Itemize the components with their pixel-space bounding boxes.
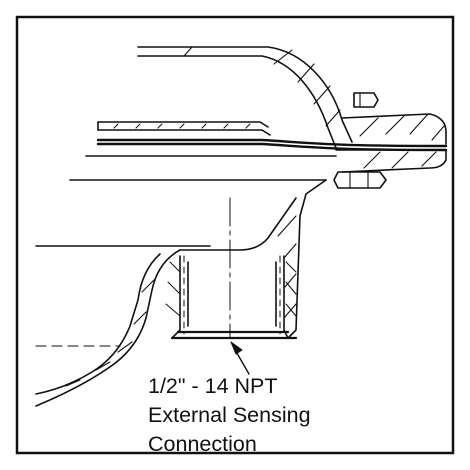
lower-body bbox=[35, 179, 327, 407]
sensing-connection-label: 1/2" - 14 NPT External Sensing Connectio… bbox=[148, 372, 311, 459]
flange-bolt-top bbox=[353, 92, 379, 108]
flange-bolt-bottom bbox=[333, 171, 387, 189]
threaded-port bbox=[165, 255, 298, 340]
upper-housing bbox=[137, 46, 353, 149]
body-lines bbox=[35, 155, 337, 247]
diaphragm bbox=[96, 121, 448, 152]
label-sensing-type: External Sensing bbox=[148, 403, 311, 427]
label-connection: Connection bbox=[148, 432, 257, 456]
diagram-border bbox=[15, 15, 455, 455]
label-thread-size: 1/2" - 14 NPT bbox=[148, 374, 278, 398]
leader-arrow bbox=[230, 341, 250, 375]
flange bbox=[335, 113, 447, 173]
